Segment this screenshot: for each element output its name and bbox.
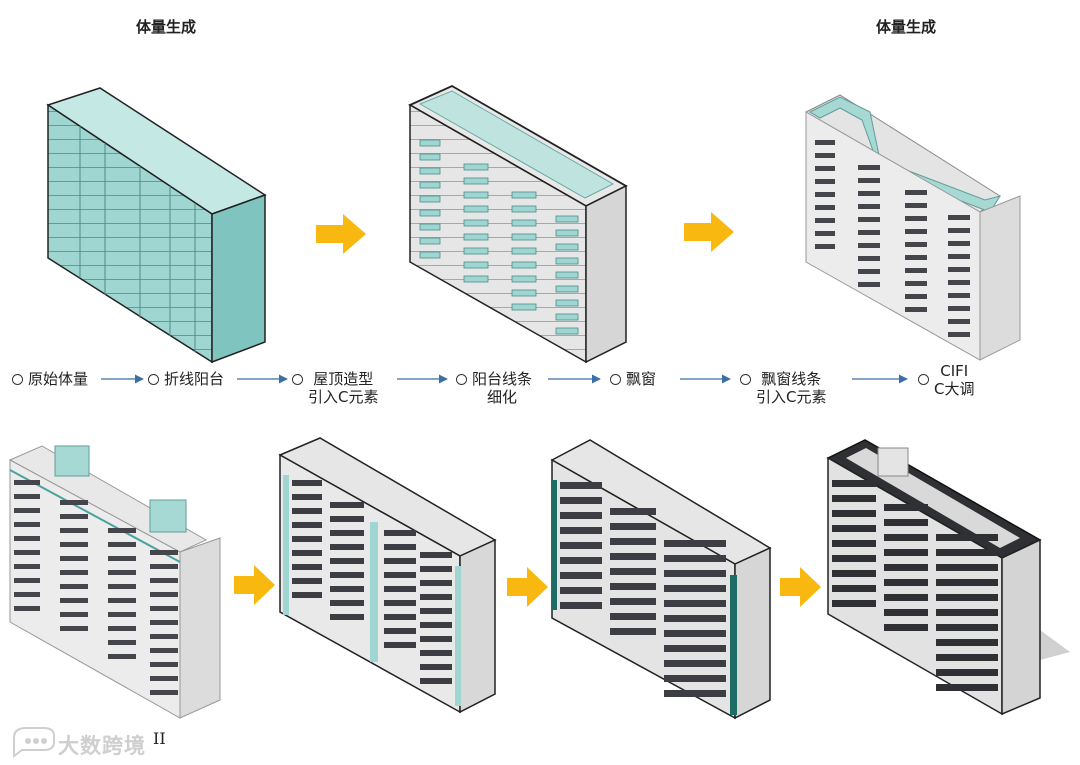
yellow-arrow-2	[684, 212, 734, 252]
step-balcony-lines: 阳台线条细化	[456, 370, 532, 406]
step-circle-icon	[12, 374, 23, 385]
building-bay-window	[278, 437, 497, 714]
yellow-arrow-1	[316, 214, 366, 254]
step-circle-icon	[610, 374, 621, 385]
header-right: 体量生成	[876, 18, 937, 36]
building-final-cifi	[826, 439, 1070, 716]
step-bay-window-lines: 飘窗线条引入C元素	[740, 370, 826, 406]
step-circle-icon	[148, 374, 159, 385]
step-roof-c-element: 屋顶造型引入C元素	[292, 370, 378, 406]
chat-bubble-logo-icon	[13, 727, 55, 758]
building-bay-window-lines	[550, 439, 772, 720]
building-balcony-detail	[8, 445, 221, 719]
watermark-text: 大数跨境	[58, 734, 146, 758]
yellow-arrow-4	[507, 567, 548, 607]
yellow-arrow-3	[234, 565, 275, 605]
step-original-mass: 原始体量	[12, 370, 88, 388]
yellow-arrow-5	[780, 567, 821, 607]
step-bay-window: 飘窗	[610, 370, 656, 388]
step-circle-icon	[456, 374, 467, 385]
step-circle-icon	[740, 374, 751, 385]
header-left: 体量生成	[136, 18, 197, 36]
step-circle-icon	[292, 374, 303, 385]
step-zigzag-balcony: 折线阳台	[148, 370, 224, 388]
building-zigzag-balcony	[408, 84, 628, 364]
step-circle-icon	[918, 374, 929, 385]
roman-mark: II	[153, 729, 166, 748]
building-original-mass	[46, 87, 267, 364]
building-roof-c-element	[804, 94, 1021, 361]
